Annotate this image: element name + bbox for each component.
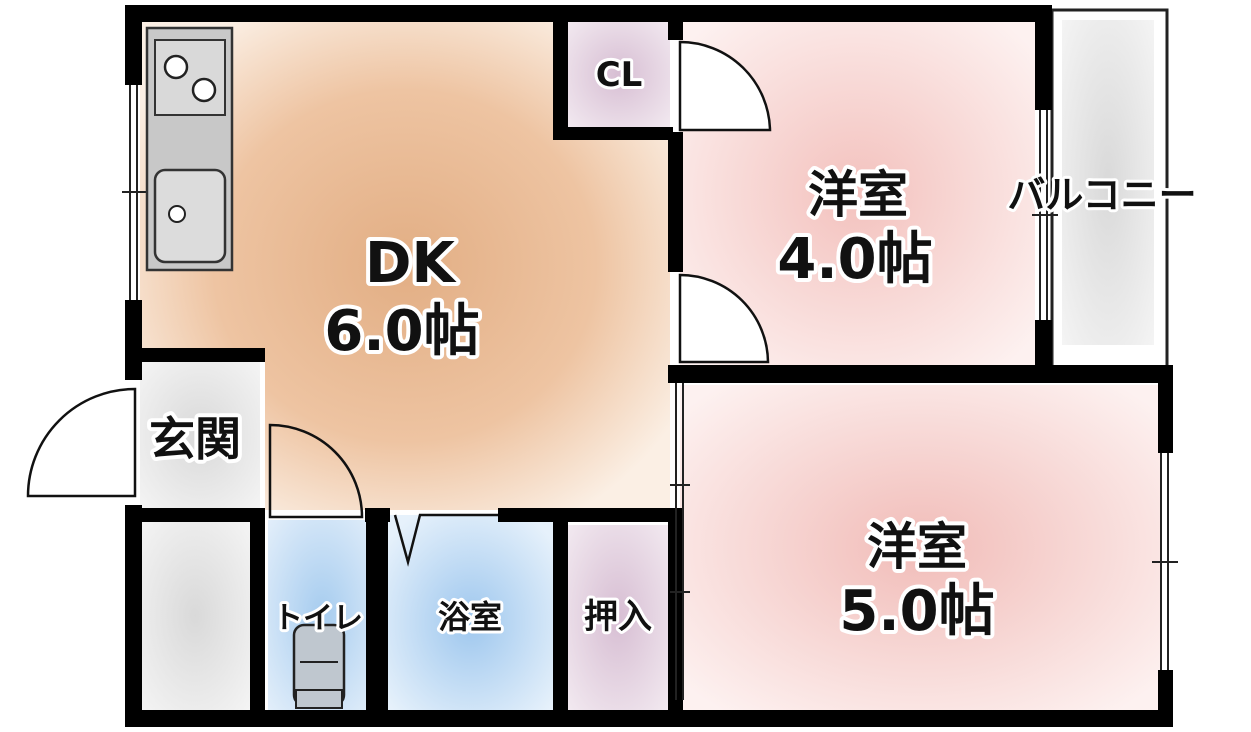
room1-door-bottom [678,273,770,364]
dk-floor [140,22,670,510]
storage-floor [140,522,250,710]
closet-floor [568,22,670,127]
labels: DK 6.0帖 洋室 4.0帖 洋室 5.0帖 CL バルコニー 玄関 トイレ … [145,52,1200,648]
balcony-inner [1062,20,1154,345]
western-room-2-floor [680,385,1160,710]
bathroom-floor [388,515,553,710]
room1-door-top [678,40,772,132]
burner-icon [191,77,217,103]
stove [154,39,226,116]
western-room-2-size-label: 5.0帖 [839,579,994,644]
windows [122,85,1178,700]
entrance-floor [140,362,260,510]
entrance-label: 玄関 [149,412,241,466]
western-room-1-label: 洋室 [808,166,908,224]
bathroom-label: 浴室 [438,598,502,636]
dk-label: DK [365,231,457,296]
burner-icon [163,54,189,80]
toilet-label: トイレ [273,601,363,636]
western-room-1-size-label: 4.0帖 [777,227,932,292]
room-fills [140,8,1169,710]
dk-door [268,423,364,519]
closet-label: CL [596,55,643,95]
balcony-label: バルコニー [1007,173,1196,217]
entrance-door [26,387,137,498]
bathroom-door [393,513,498,567]
toilet-tank-icon [295,689,343,709]
dk-size-label: 6.0帖 [324,299,479,364]
sink [153,168,227,264]
toilet-fixture [292,623,346,709]
oshiire-label: 押入 [584,597,652,637]
oshiire-floor [568,525,668,710]
drain-icon [168,205,186,223]
doors [26,40,772,567]
western-room-2-label: 洋室 [867,518,967,576]
kitchen [145,26,234,272]
